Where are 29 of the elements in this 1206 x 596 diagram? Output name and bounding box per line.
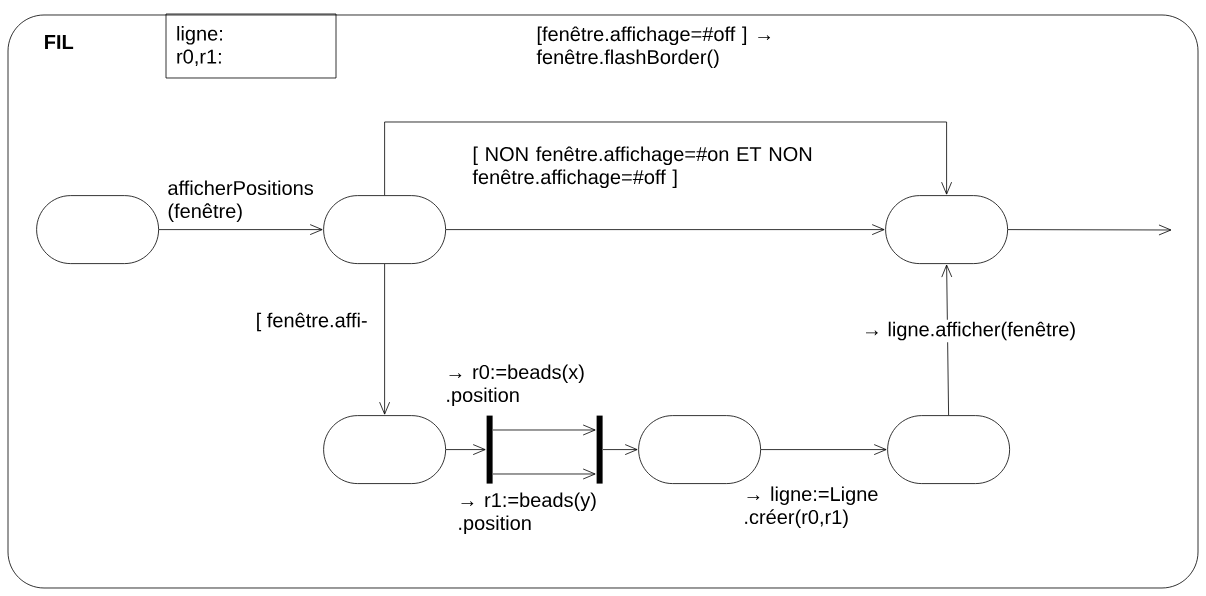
- state-box: [323, 195, 446, 264]
- edge-label: [fenêtre.affichage=#off ] → fenêtre.flashBorder(): [536, 26, 771, 69]
- edge-label: → ligne.afficher(fenêtre): [859, 319, 1079, 343]
- edge-label: afficherPositions (fenêtre): [168, 180, 314, 223]
- arrow: [445, 224, 885, 235]
- arrow: [379, 263, 390, 415]
- state-box: [887, 415, 1010, 484]
- state-box: [36, 195, 159, 264]
- arrow: [941, 264, 953, 416]
- arrow: [384, 121, 952, 196]
- state-box: [885, 195, 1008, 264]
- edge-label: → r0:=beads(x) .position: [447, 364, 584, 407]
- arrow: [1007, 224, 1172, 236]
- arrow: [760, 444, 887, 455]
- sync-bar: [596, 415, 603, 484]
- sync-bar: [486, 415, 493, 484]
- edge-label: → ligne:=Ligne .créer(r0,r1): [745, 486, 878, 528]
- state-name: FIL: [45, 35, 74, 49]
- state-box: [638, 415, 761, 484]
- arrow: [492, 468, 596, 480]
- arrow: [445, 444, 486, 455]
- edge-label: [ NON fenêtre.affichage=#on ET NON fenêtre.affichage=#off ]: [472, 146, 812, 189]
- arrow: [602, 444, 638, 455]
- state-box: [323, 415, 446, 484]
- edge-label: [ fenêtre.affi-: [253, 310, 370, 334]
- attribute-box: ligne: r0,r1:: [165, 13, 337, 79]
- arrow: [158, 224, 323, 235]
- arrow: [492, 424, 596, 436]
- edge-label: → r1:=beads(y) .position: [459, 492, 596, 535]
